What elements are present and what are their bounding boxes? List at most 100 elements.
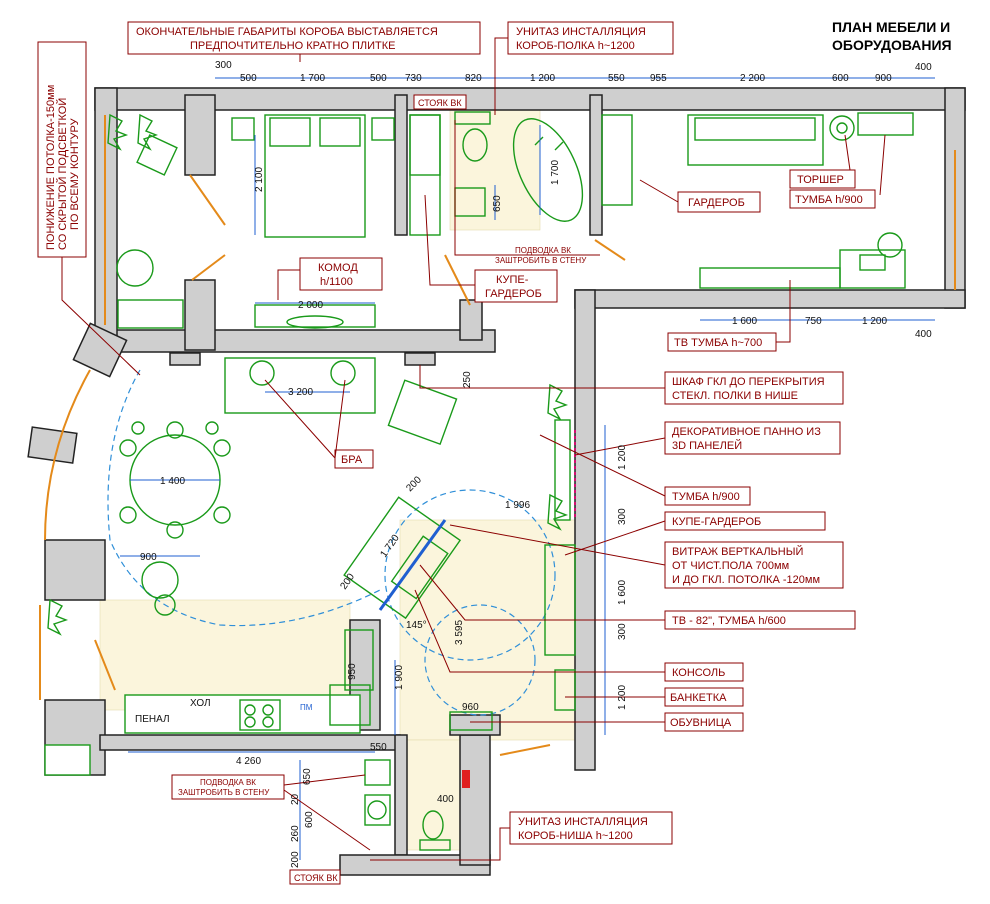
tumba-top-note: ТУМБА h/900	[789, 134, 886, 209]
dim-entry: 960	[462, 702, 479, 713]
panno-line-2: 3D ПАНЕЛЕЙ	[672, 439, 742, 452]
floor-tiles	[99, 99, 576, 851]
living-top-right	[687, 112, 914, 289]
angled-wardrobe	[343, 496, 462, 620]
dim-top-1: 300	[215, 60, 232, 71]
dim-wc-550: 550	[370, 742, 387, 753]
komod-line-2: h/1100	[320, 276, 353, 288]
dim-wc-4: 260	[290, 825, 301, 842]
dim-angle: 145°	[406, 620, 427, 631]
kupe-mid-label: КУПЕ-ГАРДЕРОБ	[672, 516, 761, 528]
dim-wc-5: 200	[290, 851, 301, 868]
vitrazh-line-1: ВИТРАЖ ВЕРТКАЛЬНЫЙ	[672, 545, 803, 558]
dim-bed: 2 100	[254, 167, 265, 192]
toilet-bottom-line-2: КОРОБ-НИША h~1200	[518, 830, 633, 842]
dim-wardrobe-w: 200	[404, 474, 424, 494]
bedroom-furniture	[107, 113, 395, 329]
tumba-top-label: ТУМБА h/900	[795, 194, 863, 206]
box-dimensions-line-2: ПРЕДПОЧТИТЕЛЬНО КРАТНО ПЛИТКЕ	[190, 40, 396, 52]
ceiling-line-1: ПОНИЖЕНИЕ ПОТОЛКА-150мм	[45, 85, 57, 250]
dim-right-5: 1 200	[617, 685, 628, 710]
dim-tv-depth: 3 595	[454, 620, 465, 645]
living-room	[47, 352, 576, 711]
dim-wc-400: 400	[437, 794, 454, 805]
dimension-lines	[120, 77, 935, 860]
banketka-label: БАНКЕТКА	[670, 692, 727, 704]
vitrazh-line-3: И ДО ГКЛ. ПОТОЛКА -120мм	[672, 574, 820, 586]
walls	[27, 87, 966, 876]
dim-tv-4: 400	[915, 329, 932, 340]
dim-wardrobe-off: 200	[338, 571, 357, 591]
toilet-top-line-2: КОРОБ-ПОЛКА h~1200	[516, 40, 635, 52]
garderob-note: ГАРДЕРОБ	[639, 179, 761, 213]
podvodka-top-line-1: ПОДВОДКА ВК	[515, 246, 571, 255]
dim-sofa: 3 200	[288, 387, 313, 398]
dim-top-8: 550	[608, 73, 625, 84]
podvodka-bottom-line-1: ПОДВОДКА ВК	[200, 778, 256, 787]
podvodka-bottom-line-2: ЗАШТРОБИТЬ В СТЕНУ	[178, 788, 270, 797]
shkaf-line-1: ШКАФ ГКЛ ДО ПЕРЕКРЫТИЯ	[672, 376, 825, 388]
ceiling-note: ПОНИЖЕНИЕ ПОТОЛКА-150мм СО СКРЫТОЙ ПОДСВ…	[37, 41, 141, 376]
ceiling-line-2: СО СКРЫТОЙ ПОДСВЕТКОЙ	[56, 98, 69, 250]
dim-right-2: 300	[617, 508, 628, 525]
ceiling-line-3: ПО ВСЕМУ КОНТУРУ	[69, 117, 81, 230]
dim-island: 950	[347, 663, 358, 680]
dim-top-3: 1 700	[300, 73, 325, 84]
bra-label: БРА	[341, 454, 363, 466]
banketka-note: БАНКЕТКА	[565, 687, 744, 707]
torsher-label: ТОРШЕР	[797, 174, 844, 186]
dim-wc-1: 650	[302, 768, 313, 785]
dim-table: 1 400	[160, 476, 185, 487]
podvodka-top-line-2: ЗАШТРОБИТЬ В СТЕНУ	[495, 256, 587, 265]
dim-top-4: 500	[370, 73, 387, 84]
top-dimension-chain: 300 500 1 700 500 730 820 1 200 550 955 …	[215, 60, 932, 84]
bathroom-top	[409, 111, 633, 306]
dim-corridor: 1 900	[394, 665, 405, 690]
dim-sink: 650	[492, 195, 503, 212]
shkaf-line-2: СТЕКЛ. ПОЛКИ В НИШЕ	[672, 390, 798, 402]
dim-tv-1: 1 600	[732, 316, 757, 327]
bra-note: БРА	[264, 379, 374, 469]
dim-wc-3: 600	[304, 811, 315, 828]
title-line-1: ПЛАН МЕБЕЛИ И	[832, 19, 950, 35]
torsher-note: ТОРШЕР	[789, 134, 856, 189]
dim-kitchen-len: 4 260	[236, 756, 261, 767]
dim-top-7: 1 200	[530, 73, 555, 84]
dim-top-13: 400	[915, 62, 932, 73]
stoyak-top-label: СТОЯК ВК	[418, 98, 462, 108]
kupe-top-note: КУПЕ- ГАРДЕРОБ	[424, 194, 558, 303]
komod-line-1: КОМОД	[318, 262, 358, 274]
dim-top-10: 2 200	[740, 73, 765, 84]
kupe-top-line-2: ГАРДЕРОБ	[485, 288, 542, 300]
toilet-bottom-line-1: УНИТАЗ ИНСТАЛЛЯЦИЯ	[518, 816, 648, 828]
konsol-note: КОНСОЛЬ	[414, 589, 744, 682]
dim-niche: 250	[462, 371, 473, 388]
pm-label: ПМ	[300, 703, 313, 712]
konsol-label: КОНСОЛЬ	[672, 667, 725, 679]
dim-tv-3: 1 200	[862, 316, 887, 327]
vitrazh-line-2: ОТ ЧИСТ.ПОЛА 700мм	[672, 560, 789, 572]
kitchen	[44, 629, 374, 776]
dim-komod: 2 000	[298, 300, 323, 311]
toilet-bottom-note: УНИТАЗ ИНСТАЛЛЯЦИЯ КОРОБ-НИША h~1200	[370, 811, 673, 861]
dim-wardrobe-len: 1 720	[378, 533, 402, 560]
obuvnica-label: ОБУВНИЦА	[670, 717, 732, 729]
tv-tumba-label: ТВ ТУМБА h~700	[674, 337, 762, 349]
kupe-top-line-1: КУПЕ-	[496, 274, 529, 286]
dim-kitchen-900: 900	[140, 552, 157, 563]
dim-top-12: 900	[875, 73, 892, 84]
dim-top-5: 730	[405, 73, 422, 84]
dim-top-11: 600	[832, 73, 849, 84]
dim-wc-2: 20	[290, 793, 301, 805]
komod-note: КОМОД h/1100	[277, 257, 383, 300]
stoyak-bottom-note: СТОЯК ВК	[289, 869, 341, 885]
hol-label: ХОЛ	[190, 698, 211, 709]
dim-right-4: 300	[617, 623, 628, 640]
dim-bath: 1 700	[550, 160, 561, 185]
tumba-mid-label: ТУМБА h/900	[672, 491, 740, 503]
title-line-2: ОБОРУДОВАНИЯ	[832, 37, 952, 53]
dim-tv-2: 750	[805, 316, 822, 327]
penal-label: ПЕНАЛ	[135, 714, 170, 725]
panno-note: ДЕКОРАТИВНОЕ ПАННО ИЗ 3D ПАНЕЛЕЙ	[574, 421, 841, 456]
